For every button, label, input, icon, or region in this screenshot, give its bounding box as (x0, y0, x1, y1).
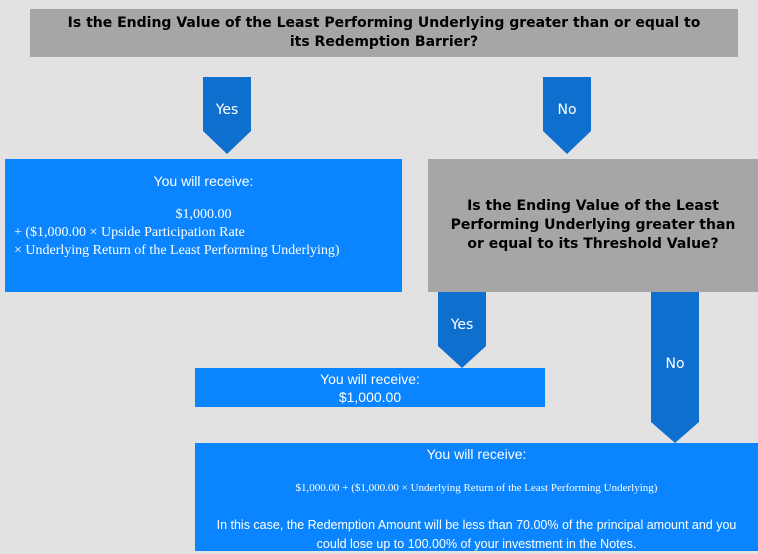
outcome-principal-heading: You will receive: (320, 371, 420, 387)
no-label-1: No (557, 102, 577, 118)
outcome-loss-heading: You will receive: (426, 446, 527, 462)
outcome-upside-formula-line2: × Underlying Return of the Least Perform… (14, 243, 340, 258)
yes-arrow-down-2 (438, 292, 486, 368)
no-arrow-down-2 (651, 292, 699, 443)
no-label-2: No (665, 356, 685, 372)
redemption-barrier-question-text: Is the Ending Value of the Least Perform… (67, 15, 701, 50)
outcome-upside-box: You will receive: $1,000.00 + ($1,000.00… (5, 159, 402, 292)
outcome-loss-note: In this case, the Redemption Amount will… (216, 518, 737, 551)
yes-label-2: Yes (450, 317, 474, 333)
outcome-upside-formula-line1: + ($1,000.00 × Upside Participation Rate (14, 225, 245, 240)
outcome-upside-amount: $1,000.00 (175, 207, 232, 222)
threshold-value-question-text: Is the Ending Value of the Least Perform… (450, 198, 736, 252)
yes-arrow-down-1 (203, 77, 251, 154)
outcome-upside-heading: You will receive: (153, 173, 254, 189)
no-arrow-down-1 (543, 77, 591, 154)
outcome-principal-amount: $1,000.00 (338, 389, 402, 405)
outcome-loss-formula: $1,000.00 + ($1,000.00 × Underlying Retu… (295, 482, 658, 494)
yes-label-1: Yes (215, 102, 239, 118)
outcome-principal-box: You will receive: $1,000.00 (195, 368, 545, 407)
threshold-value-question: Is the Ending Value of the Least Perform… (428, 159, 758, 292)
redemption-barrier-question: Is the Ending Value of the Least Perform… (30, 9, 738, 57)
outcome-loss-box: You will receive: $1,000.00 + ($1,000.00… (195, 443, 758, 551)
